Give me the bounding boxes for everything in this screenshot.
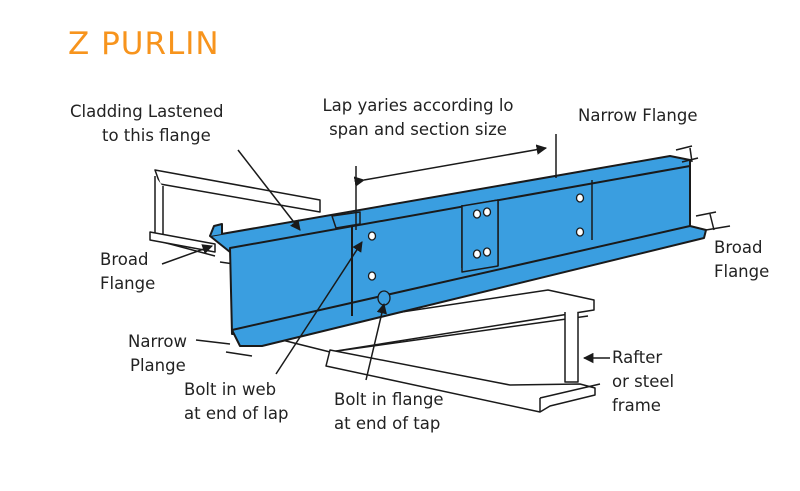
broad-flange-right-label: Broad Flange	[714, 238, 770, 281]
cladding-label: Cladding Lastened to this flange	[70, 102, 224, 145]
bolt-holes	[367, 193, 585, 306]
z-purlin	[209, 155, 707, 347]
bolt-flange-label: Bolt in flange at end of tap	[334, 390, 444, 433]
broad-flange-left-label: Broad Flange	[100, 250, 156, 293]
diagram-title: Z PURLIN	[68, 26, 220, 62]
rafter-upper	[149, 169, 321, 273]
rafter-lower	[281, 289, 601, 413]
rafter-label: Rafter or steel frame	[612, 348, 675, 415]
narrow-flange-top-label: Narrow Flange	[578, 106, 698, 125]
bolt-web-label: Bolt in web at end of lap	[184, 380, 289, 423]
leader-lines	[161, 134, 731, 381]
lap-label: Lap yaries according lo span and section…	[322, 96, 514, 139]
narrow-flange-bottom-label: Narrow Plange	[128, 332, 187, 375]
